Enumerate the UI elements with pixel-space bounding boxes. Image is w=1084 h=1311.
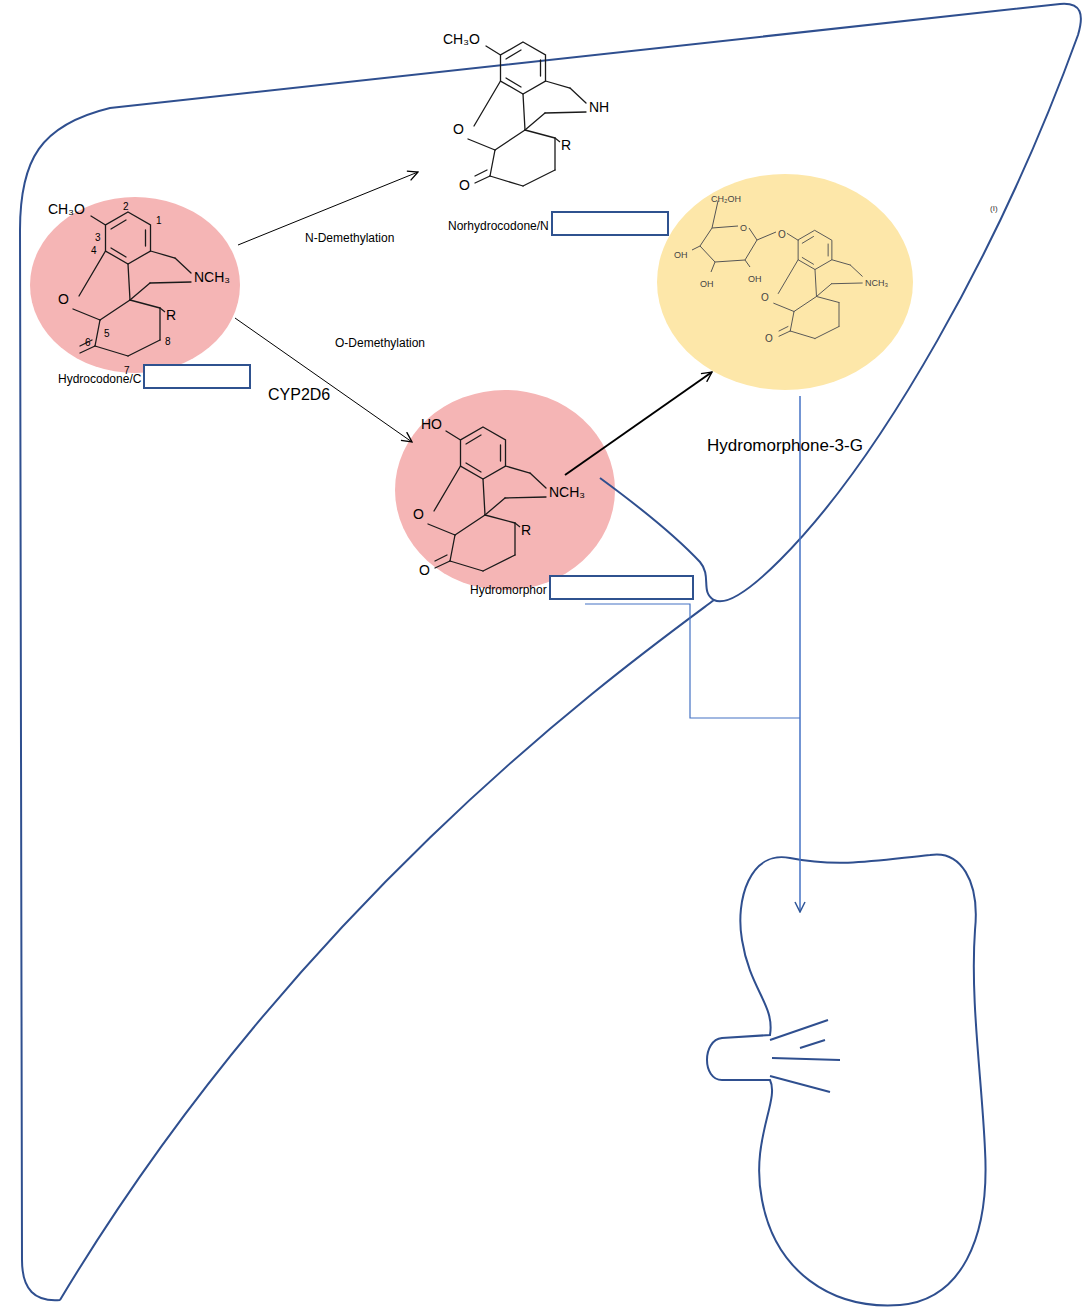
node-label: Hydromorphone-3-G — [707, 436, 863, 455]
atom-label: 2 — [123, 201, 129, 212]
kidney-outline — [707, 854, 986, 1305]
atom-label: NCH₃ — [549, 484, 585, 500]
atom-label: O — [740, 223, 747, 233]
atom-label: R — [166, 307, 176, 323]
blank-answer-box — [551, 211, 669, 236]
structure-label: OH — [700, 273, 714, 291]
atom-label: O — [761, 292, 769, 303]
atom-label: OH — [674, 250, 688, 260]
atom-label: CH₂OH — [711, 194, 741, 204]
atom-label: CH₃O — [443, 31, 480, 47]
structure-label: 5 — [104, 323, 110, 341]
ellipse-fill — [657, 174, 913, 390]
excretion-arrow — [799, 396, 801, 912]
structure-label: CH₂OH — [711, 188, 741, 206]
atom-label: O — [419, 562, 430, 578]
atom-label: O — [453, 121, 464, 137]
structure-label: O — [453, 120, 464, 138]
atom-label: NH — [589, 99, 609, 115]
structure-label: NH — [589, 98, 609, 116]
structure-label: OH — [748, 268, 762, 286]
structure-label: 3 — [95, 227, 101, 245]
atom-label: 8 — [165, 336, 171, 347]
ellipse-fill — [395, 390, 615, 590]
metabolite-node: Hydromorphone-3-G — [657, 174, 913, 464]
atom-label: OH — [700, 279, 714, 289]
structure-label: (I) — [990, 197, 998, 215]
liver-outline — [20, 4, 1081, 1300]
edge-label-holder: N-Demethylation — [305, 228, 394, 246]
renal-vessels — [770, 1020, 840, 1092]
atom-label: 5 — [104, 328, 110, 339]
structure-label: OH — [674, 244, 688, 262]
structure-label: R — [166, 306, 176, 324]
atom-label: O — [413, 506, 424, 522]
structure-label: O — [58, 290, 69, 308]
structure-label: O — [459, 176, 470, 194]
norhydrocodone-structure — [468, 42, 586, 186]
reaction-label: O-Demethylation — [335, 336, 425, 350]
structure-label: O — [413, 505, 424, 523]
atom-label: 6 — [85, 337, 91, 348]
atom-label: HO — [421, 416, 442, 432]
blank-answer-box — [549, 575, 694, 600]
structure-label: CYP2D6 — [268, 385, 330, 404]
structure-label: CH₃O — [48, 200, 85, 218]
structure-label: O — [761, 287, 769, 305]
structure-label: R — [521, 521, 531, 539]
enzyme-label: CYP2D6 — [268, 386, 330, 403]
structure-label: CH₃O — [443, 30, 480, 48]
structure-label: R — [561, 136, 571, 154]
structure-label: 8 — [165, 331, 171, 349]
structure-label: 2 — [123, 196, 129, 214]
blank-answer-box — [143, 364, 251, 389]
atom-label: CH₃O — [48, 201, 85, 217]
structure-label: 1 — [156, 210, 162, 228]
atom-label: OH — [748, 274, 762, 284]
structure-label: O — [740, 217, 747, 235]
structure-label: 7 — [124, 360, 130, 378]
atom-label: 7 — [124, 365, 130, 376]
atom-label: O — [765, 333, 773, 344]
text-holder: Hydromorphone-3-G — [707, 436, 863, 456]
structure-label: O — [419, 561, 430, 579]
reaction-label: N-Demethylation — [305, 231, 394, 245]
text-holder: Norhydrocodone/N — [448, 216, 549, 234]
structure-label: HO — [421, 415, 442, 433]
atom-label: R — [521, 522, 531, 538]
atom-label: NCH₃ — [194, 269, 230, 285]
atom-label: 3 — [95, 232, 101, 243]
structure-label: O — [765, 328, 773, 346]
atom-label: R — [561, 137, 571, 153]
reaction-arrow — [238, 172, 418, 245]
atom-label: (I) — [990, 204, 998, 213]
text-holder: Hydromorphor — [470, 580, 547, 598]
structure-label: O — [778, 224, 786, 242]
atom-label: 4 — [91, 245, 97, 256]
structure-label: NCH₃ — [549, 483, 585, 501]
atom-label: NCH₃ — [865, 278, 888, 288]
node-label: Norhydrocodone/N — [448, 219, 549, 233]
node-label: Hydromorphor — [470, 583, 547, 597]
edge-label-holder: O-Demethylation — [335, 333, 425, 351]
r-bond — [555, 138, 560, 142]
ellipse-shape — [30, 197, 240, 373]
atom-label: O — [58, 291, 69, 307]
excretion-line — [585, 604, 800, 718]
structure-label: NCH₃ — [194, 268, 230, 286]
ellipse-fill — [30, 197, 240, 373]
structure-label: 6 — [85, 332, 91, 350]
structure-label: NCH₃ — [865, 272, 888, 290]
atom-label: O — [459, 177, 470, 193]
atom-label: O — [778, 229, 786, 240]
atom-label: 1 — [156, 215, 162, 226]
